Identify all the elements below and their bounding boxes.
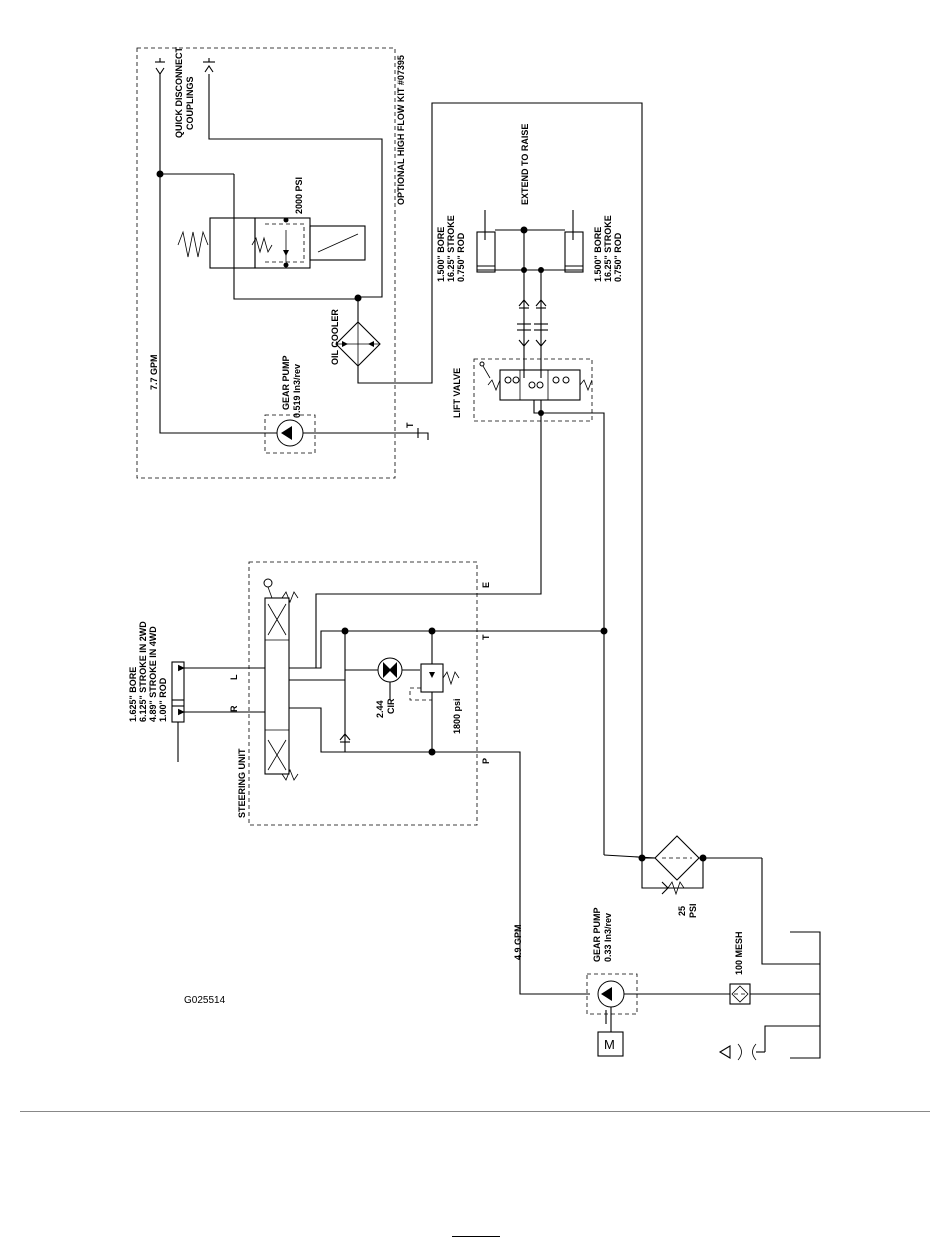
port-p-label: P: [481, 758, 491, 764]
steering-unit-label: STEERING UNIT: [237, 748, 247, 818]
gear-pump-symbol: [276, 419, 304, 447]
gear-pump-2-disp: 0.33 In3/rev: [603, 913, 613, 962]
strainer-symbol: [729, 983, 751, 1005]
gear-pump-1-label: GEAR PUMP: [281, 355, 291, 410]
cyl-left-3: 0.750" ROD: [456, 232, 466, 282]
filter-symbol: [654, 835, 700, 881]
motor-m-symbol: M: [604, 1037, 615, 1052]
port-t-top-label: T: [405, 422, 415, 428]
quick-disconnect-label: QUICK DISCONNECT: [174, 46, 184, 138]
cyl-right-3: 0.750" ROD: [613, 232, 623, 282]
relief-valve-1800: [409, 631, 460, 752]
steer-cyl-1: 1.625" BORE: [128, 667, 138, 722]
steer-cyl-3: 4.89" STROKE IN 4WD: [148, 626, 158, 722]
motor-symbol: [345, 657, 420, 700]
cyl-right-1: 1.500" BORE: [593, 227, 603, 282]
lift-cylinder-left: [476, 210, 496, 273]
gear-pump-symbol: [597, 980, 625, 1008]
lift-valve-boundary: [473, 358, 593, 422]
lift-valve: [479, 361, 593, 401]
solenoid-relief-valve: 2000 PSI: [177, 177, 366, 269]
page-number-underline: [452, 1236, 500, 1237]
steering-valve: [263, 578, 299, 781]
lift-valve-label: LIFT VALVE: [452, 368, 462, 418]
lift-cylinder-right: [564, 210, 584, 273]
relief-1800-label: 1800 psi: [452, 698, 462, 734]
port-t-mid-label: T: [481, 634, 491, 640]
port-e-label: E: [481, 582, 491, 588]
breather-symbol: [718, 1043, 765, 1061]
reservoir-symbol: [790, 931, 821, 1059]
couplings-label: COUPLINGS: [185, 76, 195, 130]
reservoir-symbol: [417, 428, 429, 440]
figure-id: G025514: [184, 995, 226, 1006]
steering-unit-boundary: [248, 561, 478, 826]
port-l-label: L: [229, 674, 239, 680]
motor-disp-label: 2.44: [375, 700, 385, 718]
steering-cylinder: [171, 661, 265, 762]
gear-pump-2-label: GEAR PUMP: [592, 907, 602, 962]
quick-disconnect-left: [155, 58, 165, 75]
relief-2000-label: 2000 PSI: [294, 177, 304, 214]
oil-cooler-label: OIL COOLER: [330, 309, 340, 365]
steer-cyl-4: 1.00" ROD: [158, 677, 168, 722]
gpm-49-label: 4.9 GPM: [513, 924, 523, 960]
footer-rule: [20, 1111, 930, 1112]
oil-cooler-symbol: [335, 102, 643, 855]
cyl-left-2: 16.25" STROKE: [446, 215, 456, 282]
motor-unit-label: CIR: [386, 698, 396, 714]
check-valve-symbol: [517, 299, 548, 347]
steer-cyl-2: 6.125" STROKE IN 2WD: [138, 621, 148, 722]
gear-pump-1-disp: 0.519 In3/rev: [292, 364, 302, 418]
quick-disconnect-right: [203, 58, 215, 73]
optional-kit-label: OPTIONAL HIGH FLOW KIT #07395: [396, 55, 406, 205]
filter-bypass-1: 25: [677, 906, 687, 916]
strainer-label: 100 MESH: [734, 931, 744, 975]
gpm-77-label: 7.7 GPM: [149, 354, 159, 390]
port-r-label: R: [229, 705, 239, 712]
optional-kit-boundary: [136, 47, 396, 479]
cyl-left-1: 1.500" BORE: [436, 227, 446, 282]
filter-bypass-2: PSI: [688, 903, 698, 918]
extend-to-raise-label: EXTEND TO RAISE: [520, 124, 530, 205]
cyl-right-2: 16.25" STROKE: [603, 215, 613, 282]
